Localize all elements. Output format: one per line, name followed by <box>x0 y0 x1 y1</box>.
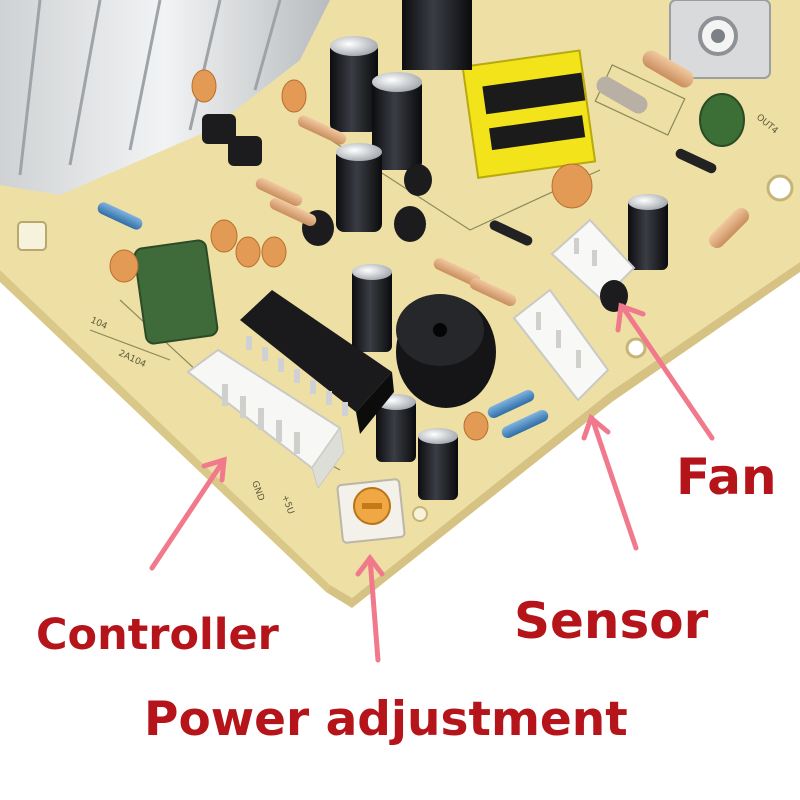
arrow-power-adjustment <box>355 553 385 663</box>
annotation-arrows <box>149 302 715 663</box>
ceramic-capacitor <box>109 69 593 441</box>
power-adjustment-label: Power adjustment <box>144 692 628 747</box>
buzzer <box>396 294 496 408</box>
pcb-board <box>0 0 800 608</box>
diode <box>489 148 717 246</box>
arrow-controller <box>149 456 227 571</box>
fan-label: Fan <box>676 448 777 506</box>
capacitor-large <box>330 0 668 500</box>
sensor-label: Sensor <box>514 592 709 650</box>
sensor-connector <box>512 288 610 402</box>
resistor <box>97 50 750 439</box>
transformer <box>461 49 597 179</box>
heatsink <box>0 0 330 195</box>
arrow-sensor <box>581 413 639 551</box>
arrow-fan <box>615 302 715 441</box>
controller-connector <box>186 348 345 490</box>
mounting-nut <box>669 0 771 79</box>
fan-connector <box>550 218 636 302</box>
trimmer-potentiometer <box>336 478 406 544</box>
controller-label: Controller <box>36 610 279 660</box>
ic-chip <box>240 290 394 434</box>
transistor <box>202 114 628 312</box>
film-capacitor <box>133 93 745 345</box>
